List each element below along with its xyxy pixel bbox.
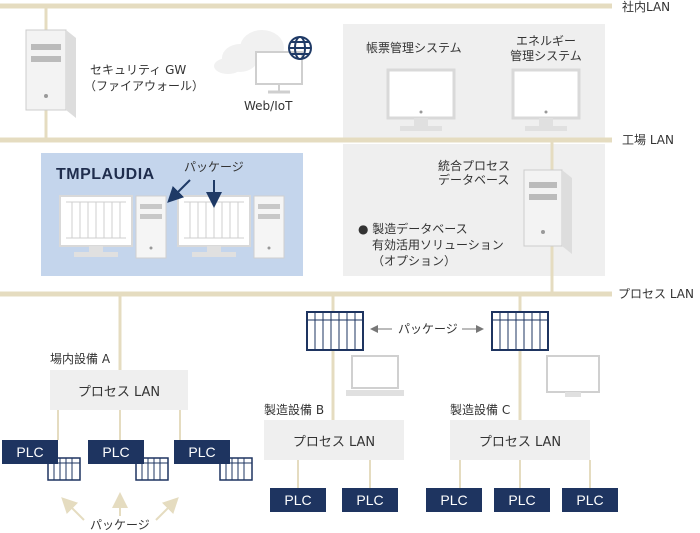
bottom-package-arrow-1: [61, 497, 85, 521]
plc-b-1: PLC: [270, 488, 326, 512]
security-gw-label: セキュリティ GW: [90, 63, 187, 77]
plc-b-2: PLC: [342, 488, 398, 512]
database-label-1: 統合プロセス: [438, 159, 511, 173]
laptop-icon-b: [346, 355, 404, 396]
facility-c-process-lan-text: プロセス LAN: [478, 434, 562, 450]
laptop-icon-c: [546, 355, 600, 397]
plc-c-1: PLC: [426, 488, 482, 512]
security-gw-server-icon: [25, 29, 76, 118]
facility-b-label: 製造設備 B: [264, 403, 325, 417]
tmplaudia-monitor-icon-1: [59, 195, 133, 257]
tmplaudia-server-icon-2: [253, 195, 285, 259]
package-arrow-1: [167, 179, 191, 203]
facility-c-process-lan-box: [450, 420, 590, 460]
controller-icon-c: [491, 311, 549, 351]
package-label-bottom: パッケージ: [90, 518, 150, 532]
energy-system-label-1: エネルギー: [515, 34, 576, 48]
facility-b-process-lan-text: プロセス LAN: [292, 434, 376, 450]
corporate-lan-label: 社内LAN: [622, 0, 671, 14]
process-lan-label: プロセス LAN: [618, 287, 694, 301]
plc-c-3: PLC: [562, 488, 618, 512]
package-label-mid: パッケージ: [398, 322, 458, 336]
web-iot-label: Web/IoT: [244, 99, 293, 113]
solution-label-3: （オプション）: [372, 254, 457, 268]
energy-system-monitor-icon: [511, 68, 581, 131]
plc-a-1: PLC: [2, 440, 58, 464]
facility-a-label: 場内設備 A: [50, 352, 111, 366]
plc-c-2: PLC: [494, 488, 550, 512]
database-server-icon: [523, 169, 572, 254]
plc-a-2: PLC: [88, 440, 144, 464]
report-system-monitor-icon: [386, 68, 456, 131]
database-label-2: データベース: [438, 173, 510, 187]
small-controller-icon-2: [135, 457, 169, 481]
bottom-package-arrow-3: [155, 497, 179, 521]
controller-icon-b: [306, 311, 364, 351]
plc-connectors: [57, 410, 591, 488]
solution-label-1: ● 製造データベース: [358, 222, 468, 236]
energy-system-label-2: 管理システム: [510, 49, 582, 63]
solution-label-2: 有効活用ソリューション: [372, 238, 504, 252]
factory-lan-label: 工場 LAN: [622, 133, 674, 147]
firewall-label: （ファイアウォール）: [84, 79, 205, 93]
package-label-top: パッケージ: [184, 160, 244, 174]
tmplaudia-title: TMPLAUDIA: [56, 166, 155, 183]
facility-b-process-lan-box: [264, 420, 404, 460]
facility-c-label: 製造設備 C: [450, 403, 511, 417]
facility-a-process-lan-text: プロセス LAN: [77, 384, 161, 400]
tmplaudia-server-icon-1: [135, 195, 167, 259]
globe-icon: [288, 36, 312, 60]
report-system-label: 帳票管理システム: [366, 41, 462, 55]
facility-a-process-lan-box: [50, 370, 188, 410]
tmplaudia-monitor-icon-2: [177, 195, 251, 257]
plc-a-3: PLC: [174, 440, 230, 464]
